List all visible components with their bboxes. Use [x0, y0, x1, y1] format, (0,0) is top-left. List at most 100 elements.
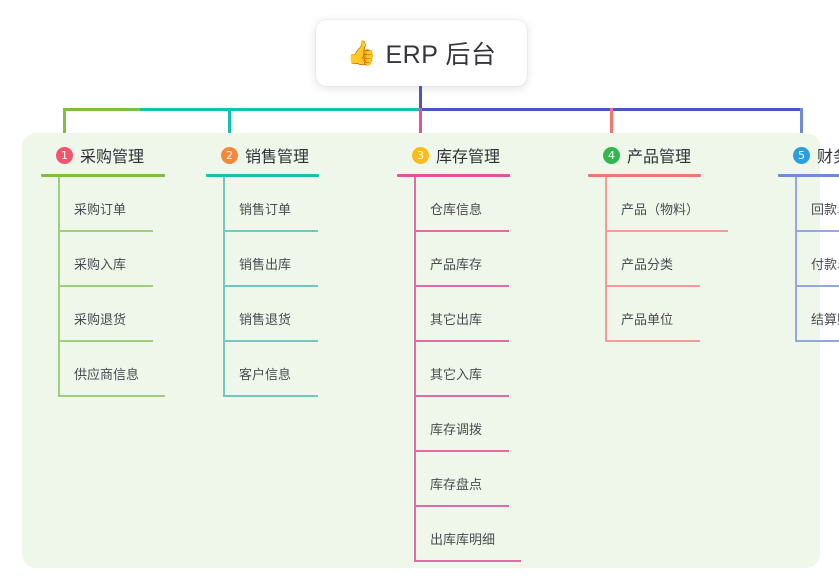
item-rule [605, 230, 728, 232]
list-item[interactable]: 付款单 [795, 232, 839, 287]
item-rule [795, 230, 839, 232]
page-title: ERP 后台 [385, 41, 497, 69]
list-item[interactable]: 供应商信息 [58, 342, 181, 397]
list-item[interactable]: 客户信息 [223, 342, 346, 397]
item-label: 客户信息 [239, 367, 292, 382]
trunk-vertical-line [419, 86, 422, 110]
item-label: 产品分类 [621, 257, 674, 272]
column-header-rule-2 [206, 174, 319, 177]
item-rule [414, 505, 509, 507]
list-item[interactable]: 产品（物料） [605, 177, 748, 232]
item-label: 回款单 [811, 202, 839, 217]
column-finance: 5 财务管理 回款单 付款单 结算账户 [778, 142, 839, 342]
column-purchasing: 1 采购管理 采购订单 采购入库 采购退货 供应商信息 [41, 142, 181, 397]
column-product: 4 产品管理 产品（物料） 产品分类 产品单位 [588, 142, 748, 342]
item-label: 产品（物料） [621, 202, 700, 217]
column-title-3: 库存管理 [436, 149, 501, 166]
item-label: 结算账户 [811, 312, 839, 327]
list-item[interactable]: 仓库信息 [414, 177, 547, 232]
item-label: 出库库明细 [430, 532, 496, 547]
column-header-4[interactable]: 4 产品管理 [588, 142, 748, 168]
item-label: 库存盘点 [430, 477, 483, 492]
item-label: 销售退货 [239, 312, 292, 327]
column-badge-3: 3 [412, 146, 429, 164]
column-header-rule-5 [778, 174, 839, 177]
item-label: 仓库信息 [430, 202, 483, 217]
thumbs-up-emoji: 👍 [346, 39, 377, 67]
column-header-rule-3 [397, 174, 510, 177]
column-header-5[interactable]: 5 财务管理 [778, 142, 839, 168]
list-item[interactable]: 产品库存 [414, 232, 547, 287]
column-items-4: 产品（物料） 产品分类 产品单位 [588, 177, 748, 342]
item-label: 供应商信息 [74, 367, 140, 382]
item-rule [795, 340, 839, 342]
column-badge-2: 2 [221, 146, 238, 164]
connector-drop-column-2 [228, 108, 231, 138]
column-badge-1: 1 [56, 146, 73, 164]
column-items-5: 回款单 付款单 结算账户 [778, 177, 839, 342]
content-panel [22, 133, 820, 568]
item-rule [414, 285, 509, 287]
list-item[interactable]: 销售出库 [223, 232, 346, 287]
column-title-4: 产品管理 [627, 149, 692, 166]
column-items-2: 销售订单 销售出库 销售退货 客户信息 [206, 177, 346, 397]
list-item[interactable]: 其它入库 [414, 342, 547, 397]
list-item[interactable]: 采购订单 [58, 177, 181, 232]
list-item[interactable]: 采购退货 [58, 287, 181, 342]
item-rule [414, 450, 509, 452]
item-label: 其它入库 [430, 367, 483, 382]
list-item[interactable]: 其它出库 [414, 287, 547, 342]
list-item[interactable]: 库存盘点 [414, 452, 547, 507]
item-label: 其它出库 [430, 312, 483, 327]
root-title-card[interactable]: 👍 ERP 后台 [316, 20, 527, 86]
column-inventory: 3 库存管理 仓库信息 产品库存 其它出库 其它入库 库存调拨 [397, 142, 547, 562]
item-rule [223, 340, 318, 342]
item-rule [414, 560, 521, 562]
list-item[interactable]: 回款单 [795, 177, 839, 232]
item-label: 销售订单 [239, 202, 292, 217]
column-header-3[interactable]: 3 库存管理 [397, 142, 547, 168]
item-label: 产品单位 [621, 312, 674, 327]
item-rule [58, 340, 153, 342]
list-item[interactable]: 出库库明细 [414, 507, 547, 562]
column-title-1: 采购管理 [80, 149, 145, 166]
item-rule [223, 395, 318, 397]
item-rule [414, 395, 509, 397]
column-header-2[interactable]: 2 销售管理 [206, 142, 346, 168]
list-item[interactable]: 库存调拨 [414, 397, 547, 452]
column-sales: 2 销售管理 销售订单 销售出库 销售退货 客户信息 [206, 142, 346, 397]
column-spine-5 [795, 177, 797, 342]
item-rule [414, 340, 509, 342]
item-label: 采购订单 [74, 202, 127, 217]
column-header-1[interactable]: 1 采购管理 [41, 142, 181, 168]
connector-drop-column-3 [419, 108, 422, 138]
item-label: 销售出库 [239, 257, 292, 272]
list-item[interactable]: 产品分类 [605, 232, 748, 287]
item-rule [223, 285, 318, 287]
list-item[interactable]: 采购入库 [58, 232, 181, 287]
connector-drop-column-1 [63, 108, 66, 138]
item-label: 库存调拨 [430, 422, 483, 437]
list-item[interactable]: 产品单位 [605, 287, 748, 342]
item-rule [605, 340, 700, 342]
column-badge-5: 5 [793, 146, 810, 164]
list-item[interactable]: 销售订单 [223, 177, 346, 232]
connector-drop-column-5 [800, 108, 803, 138]
item-rule [223, 230, 318, 232]
list-item[interactable]: 销售退货 [223, 287, 346, 342]
column-badge-4: 4 [603, 146, 620, 164]
item-label: 产品库存 [430, 257, 483, 272]
item-rule [58, 285, 153, 287]
column-spine-1 [58, 177, 60, 397]
column-spine-3 [414, 177, 416, 562]
column-items-3: 仓库信息 产品库存 其它出库 其它入库 库存调拨 库存盘点 [397, 177, 547, 562]
column-items-1: 采购订单 采购入库 采购退货 供应商信息 [41, 177, 181, 397]
column-header-rule-4 [588, 174, 701, 177]
item-rule [58, 230, 153, 232]
column-spine-4 [605, 177, 607, 342]
item-label: 采购退货 [74, 312, 127, 327]
column-title-2: 销售管理 [245, 149, 310, 166]
item-label: 采购入库 [74, 257, 127, 272]
list-item[interactable]: 结算账户 [795, 287, 839, 342]
